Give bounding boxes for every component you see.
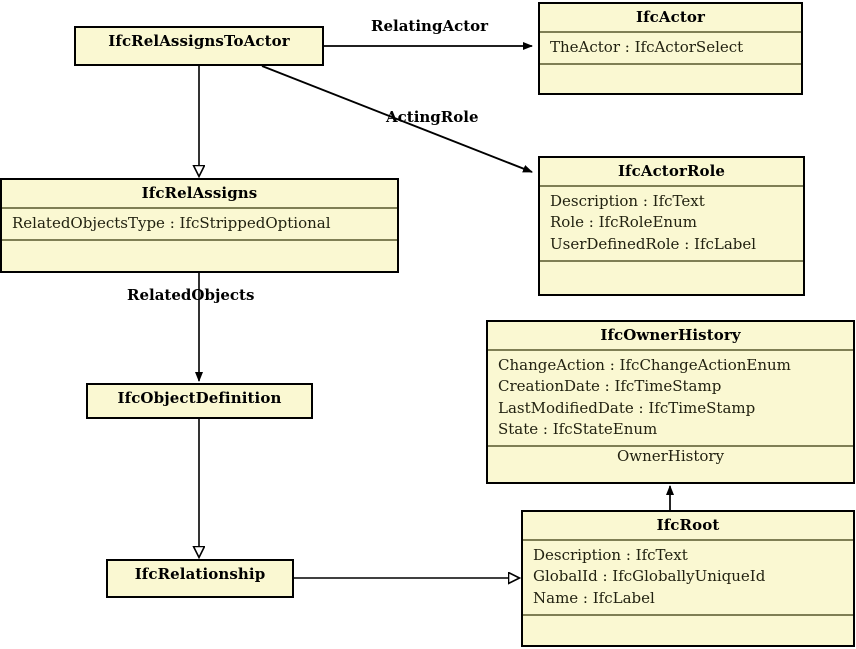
compartment-divider: [2, 207, 397, 209]
compartment-divider: [2, 239, 397, 242]
class-operations-empty: [523, 616, 853, 645]
class-attributes: ChangeAction : IfcChangeActionEnum Creat…: [488, 351, 853, 445]
class-box-ifcownerhistory[interactable]: IfcOwnerHistory ChangeAction : IfcChange…: [486, 320, 855, 484]
class-box-ifcroot[interactable]: IfcRoot Description : IfcText GlobalId :…: [521, 510, 855, 647]
compartment-divider: [488, 445, 853, 448]
class-attribute: LastModifiedDate : IfcTimeStamp: [498, 398, 756, 417]
class-title: IfcActorRole: [617, 162, 726, 180]
class-attributes: RelatedObjectsType : IfcStrippedOptional: [2, 209, 397, 239]
class-attribute: Role : IfcRoleEnum: [550, 213, 697, 232]
class-attribute: TheActor : IfcActorSelect: [550, 38, 744, 56]
compartment-divider: [540, 185, 803, 187]
class-box-ifcrelationship[interactable]: IfcRelationship: [106, 559, 294, 598]
class-attribute: UserDefinedRole : IfcLabel: [550, 234, 757, 253]
class-title: IfcOwnerHistory: [600, 326, 741, 344]
class-attribute: Description : IfcText: [533, 546, 688, 564]
class-box-ifcactor[interactable]: IfcActor TheActor : IfcActorSelect: [538, 2, 803, 95]
compartment-divider: [540, 63, 801, 66]
class-attributes: Description : IfcText GlobalId : IfcGlob…: [523, 541, 853, 614]
class-attribute: Name : IfcLabel: [533, 588, 655, 607]
compartment-divider: [488, 349, 853, 351]
edge-label-relatedobjects: RelatedObjects: [127, 286, 255, 304]
class-attribute: RelatedObjectsType : IfcStrippedOptional: [12, 214, 331, 232]
class-title: IfcRelationship: [134, 565, 266, 583]
class-title: IfcRoot: [656, 516, 720, 534]
class-box-ifcactorrole[interactable]: IfcActorRole Description : IfcText Role …: [538, 156, 805, 296]
class-attribute: State : IfcStateEnum: [498, 419, 658, 438]
compartment-divider: [523, 539, 853, 541]
class-attributes: Description : IfcText Role : IfcRoleEnum…: [540, 187, 803, 260]
class-title: IfcRelAssigns: [141, 184, 258, 202]
class-title: IfcActor: [635, 8, 705, 26]
class-title: IfcRelAssignsToActor: [108, 32, 290, 50]
class-attribute: GlobalId : IfcGloballyUniqueId: [533, 567, 766, 586]
class-attributes: TheActor : IfcActorSelect: [540, 33, 801, 63]
edge-label-relatingactor: RelatingActor: [371, 17, 489, 35]
class-attribute: CreationDate : IfcTimeStamp: [498, 377, 722, 396]
edge-label-actingrole: ActingRole: [386, 108, 479, 126]
class-box-ifcrelassignstoactor[interactable]: IfcRelAssignsToActor: [74, 26, 324, 66]
class-operations-empty: [540, 262, 803, 294]
class-attribute: ChangeAction : IfcChangeActionEnum: [498, 356, 791, 374]
class-title: IfcObjectDefinition: [117, 389, 282, 407]
compartment-divider: [540, 259, 803, 262]
class-operations-empty: [2, 241, 397, 271]
association-role-label: OwnerHistory: [616, 447, 725, 466]
class-attribute: Description : IfcText: [550, 192, 705, 210]
class-box-ifcobjectdefinition[interactable]: IfcObjectDefinition: [86, 383, 313, 419]
class-box-ifcrelassigns[interactable]: IfcRelAssigns RelatedObjectsType : IfcSt…: [0, 178, 399, 273]
compartment-divider: [540, 31, 801, 33]
compartment-divider: [523, 613, 853, 616]
class-operations-empty: [540, 65, 801, 93]
